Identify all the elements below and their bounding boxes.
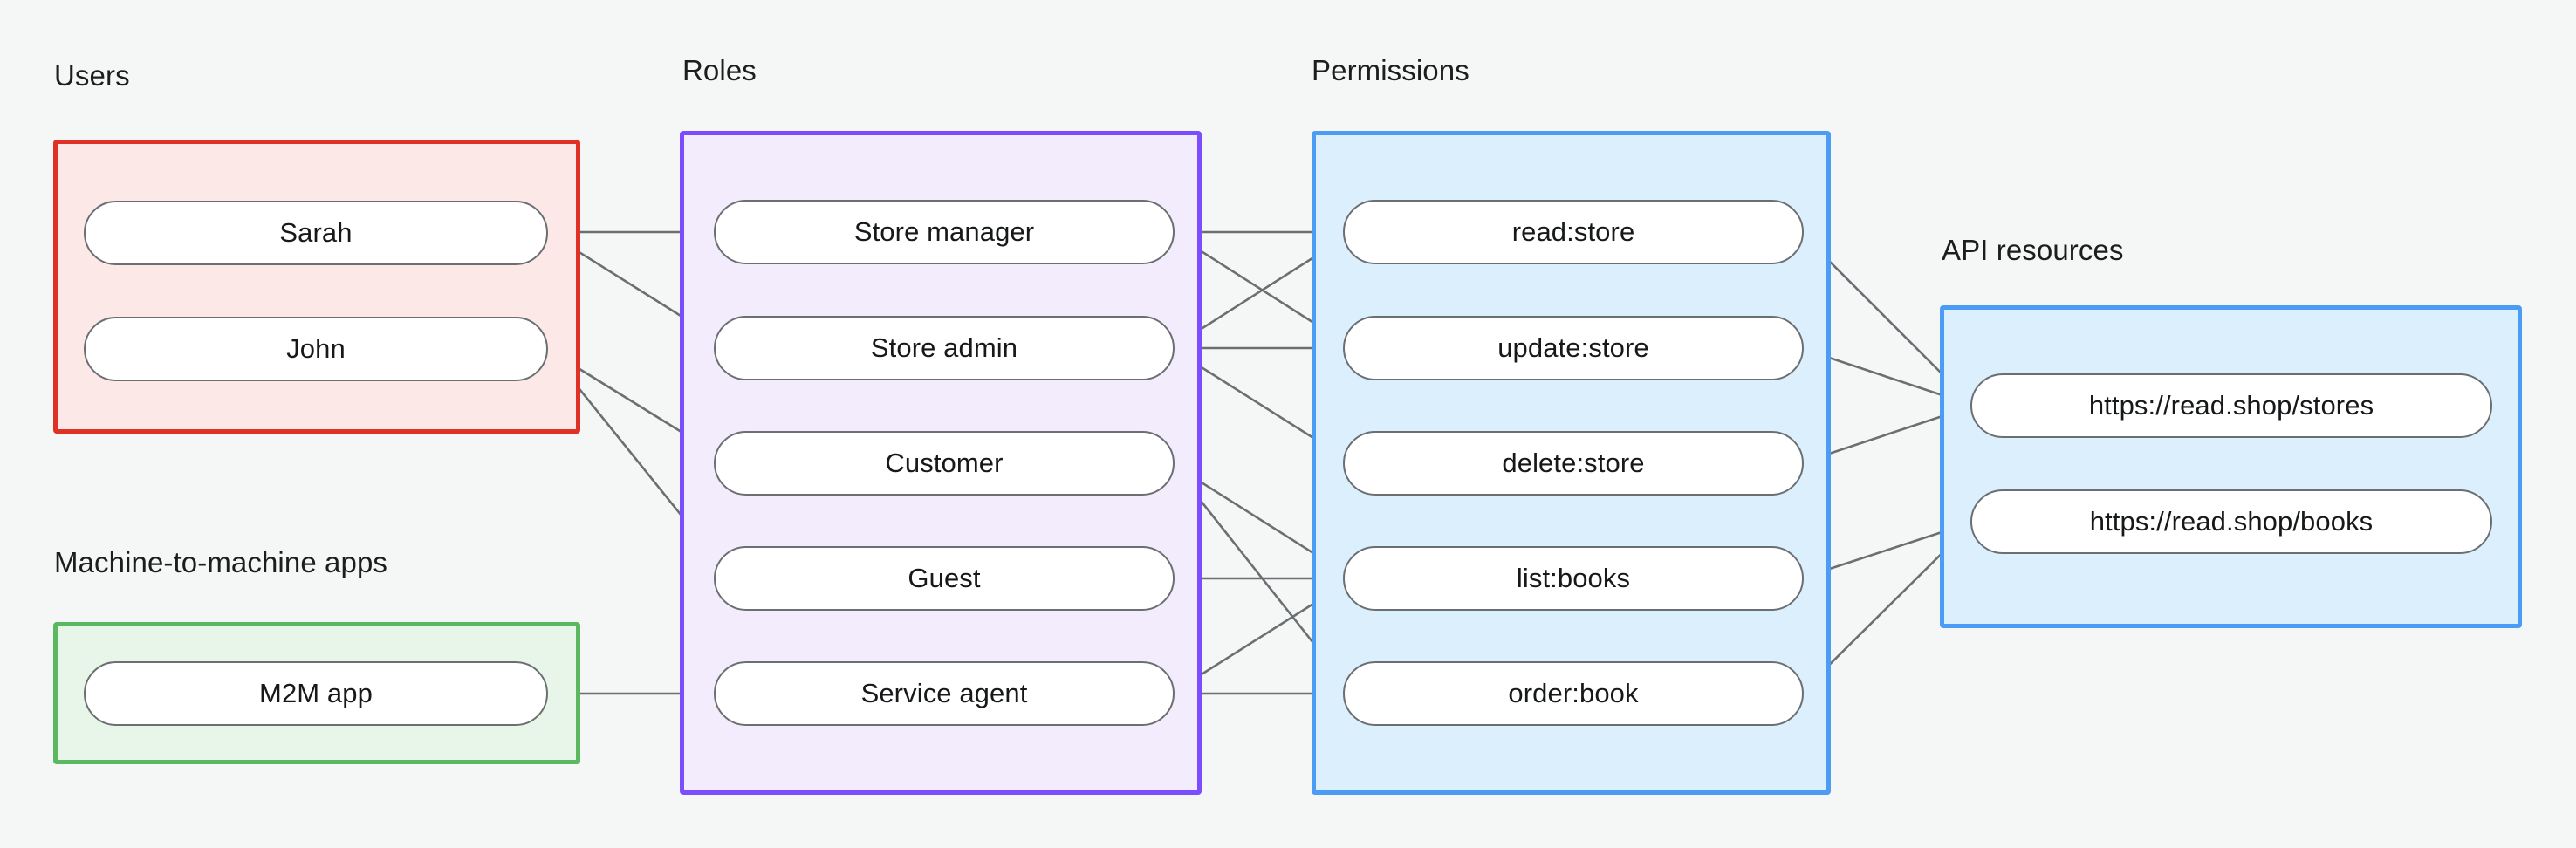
node-permission-list-books[interactable]: list:books [1343,546,1804,611]
group-label-users: Users [54,59,130,92]
node-role-service-agent[interactable]: Service agent [714,661,1175,726]
node-user-john[interactable]: John [84,317,548,381]
node-permission-update-store[interactable]: update:store [1343,316,1804,380]
node-permission-order-book[interactable]: order:book [1343,661,1804,726]
node-m2m-app[interactable]: M2M app [84,661,548,726]
node-role-store-manager[interactable]: Store manager [714,200,1175,264]
node-role-store-admin[interactable]: Store admin [714,316,1175,380]
node-user-sarah[interactable]: Sarah [84,201,548,265]
node-permission-delete-store[interactable]: delete:store [1343,431,1804,496]
group-box-users [53,140,580,434]
node-permission-read-store[interactable]: read:store [1343,200,1804,264]
group-label-permissions: Permissions [1312,54,1470,86]
node-api-resource-books[interactable]: https://read.shop/books [1970,489,2492,554]
group-label-m2m: Machine-to-machine apps [54,546,387,578]
node-api-resource-stores[interactable]: https://read.shop/stores [1970,373,2492,438]
group-label-api-resources: API resources [1942,234,2124,266]
group-label-roles: Roles [682,54,757,86]
group-box-api-resources [1940,305,2522,628]
node-role-customer[interactable]: Customer [714,431,1175,496]
node-role-guest[interactable]: Guest [714,546,1175,611]
